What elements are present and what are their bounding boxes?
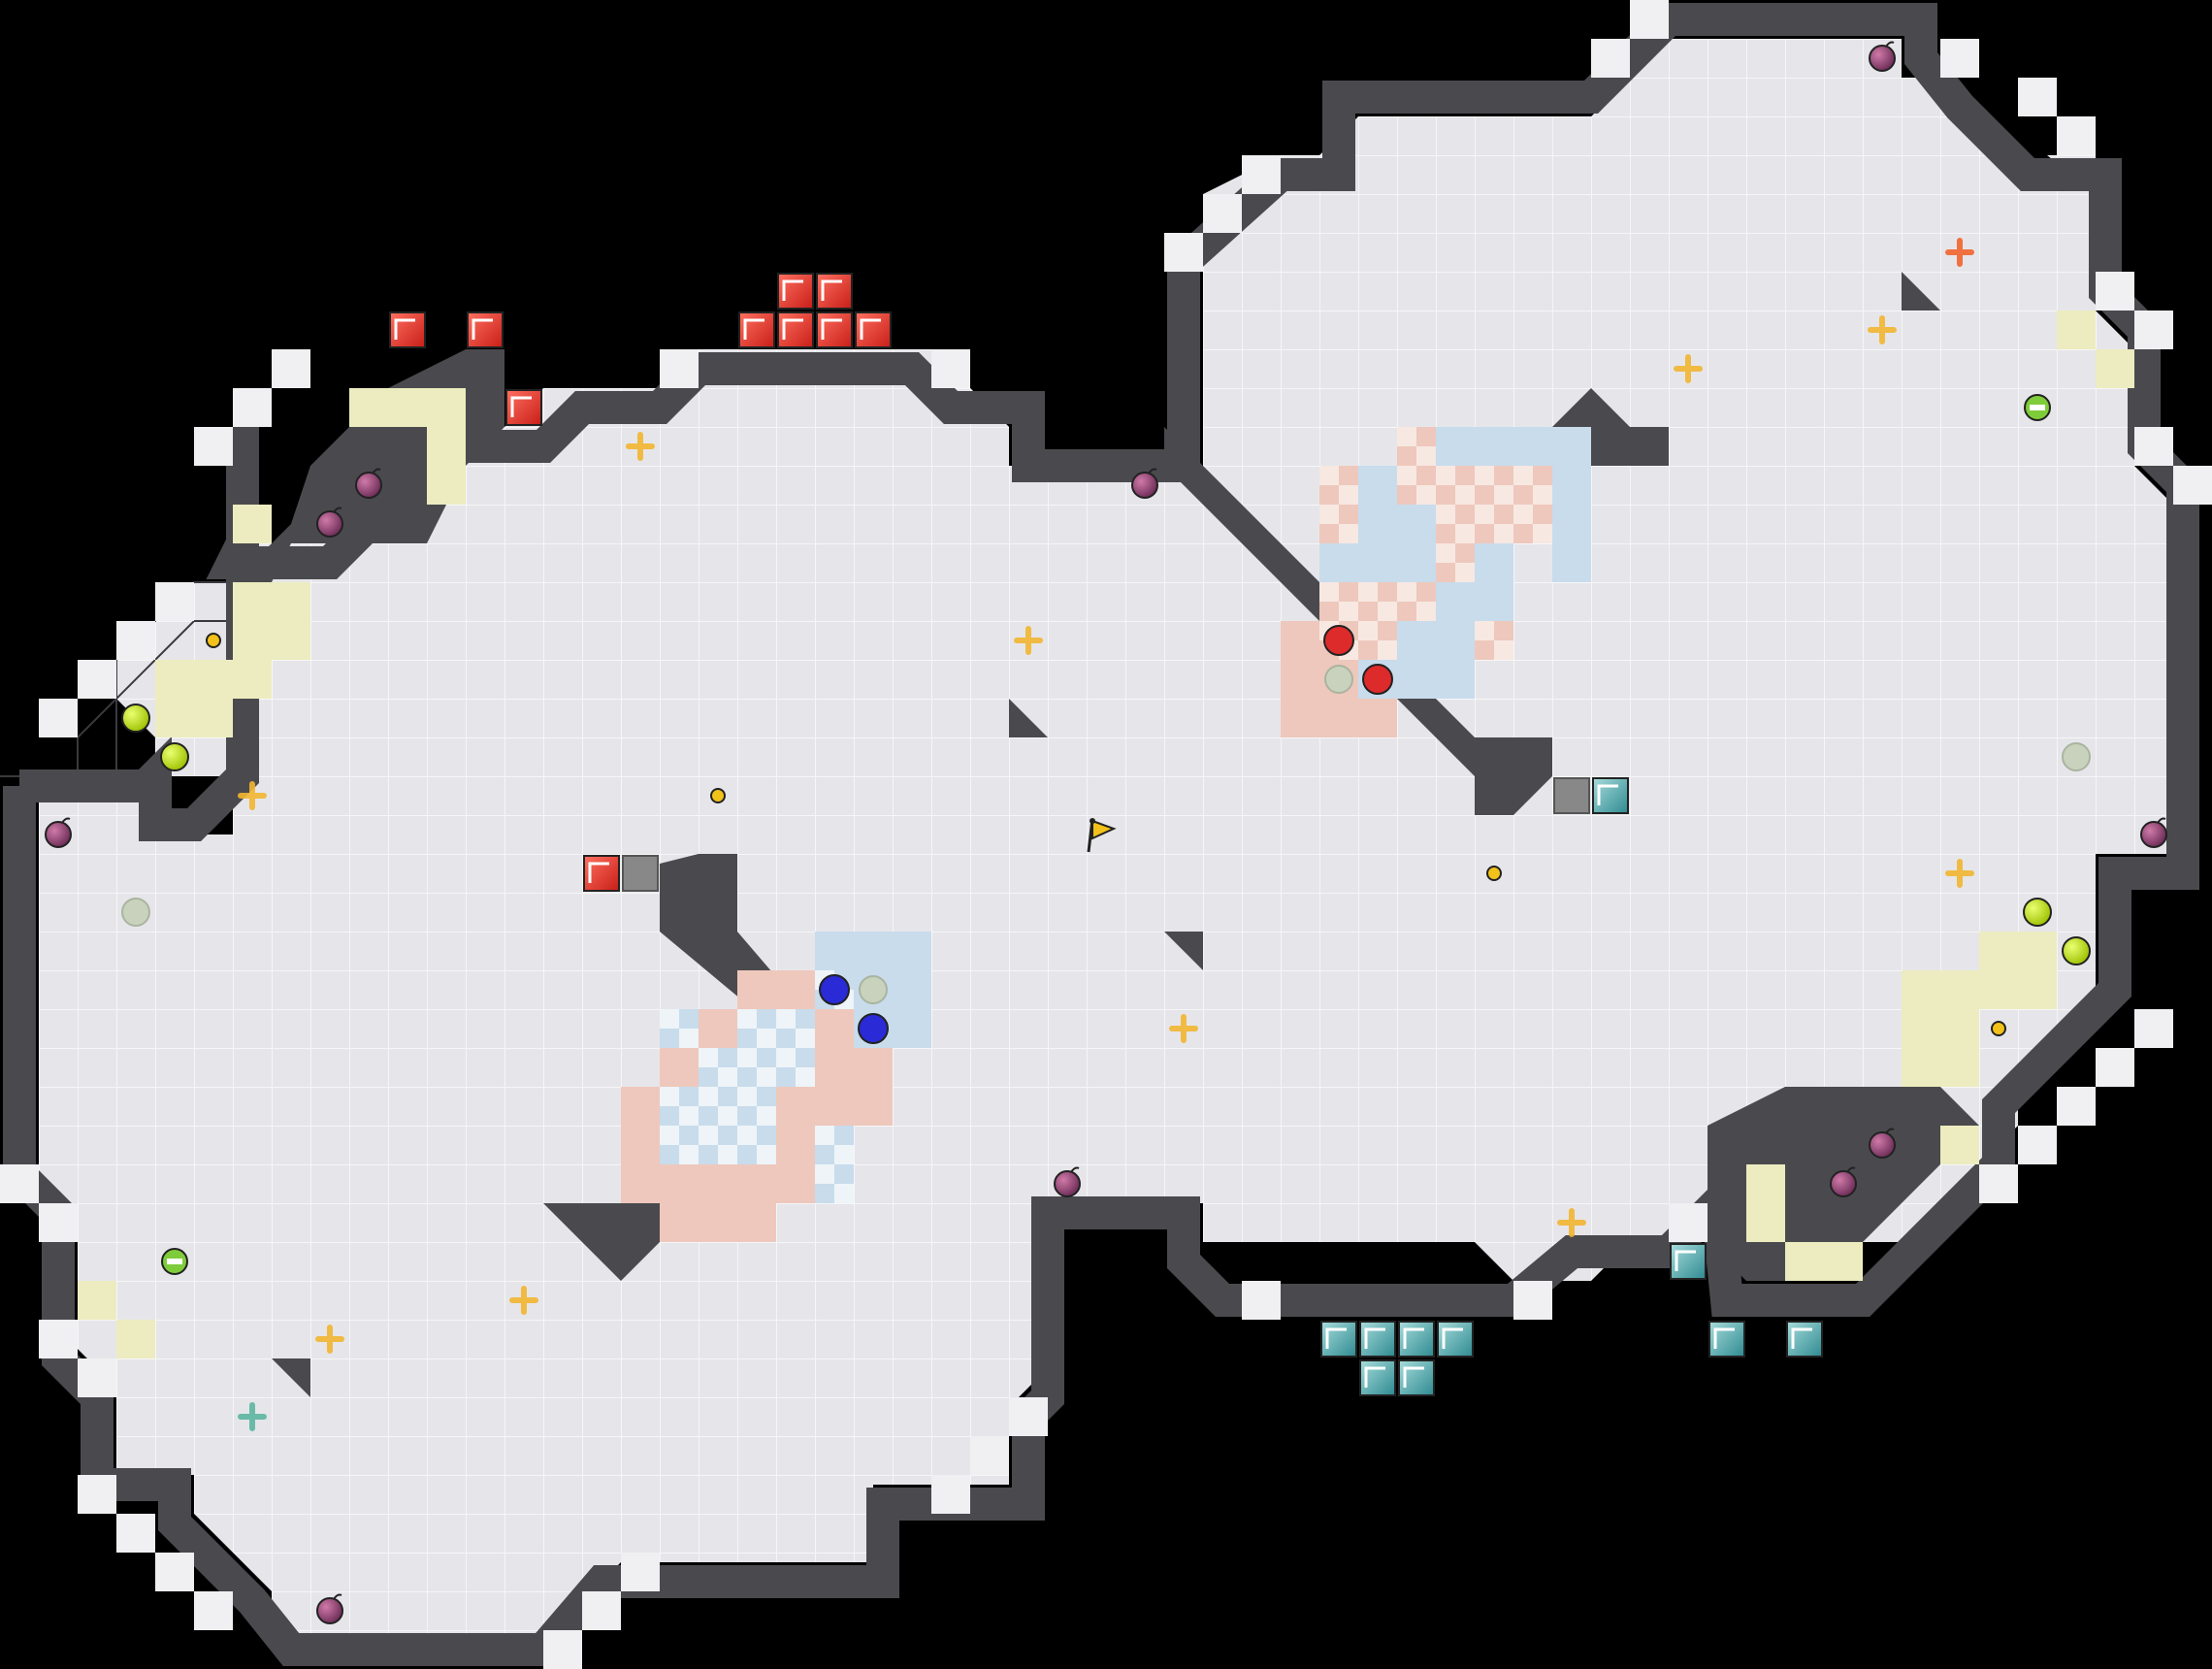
powerup-icon[interactable] [1868, 315, 1897, 344]
powerup-icon[interactable] [1945, 859, 1974, 888]
bomb-icon[interactable] [2140, 817, 2167, 848]
blue-tile [1592, 777, 1629, 814]
powerup-icon[interactable] [1014, 626, 1043, 655]
powerup-icon[interactable] [1169, 1014, 1198, 1043]
bomb-icon[interactable] [1830, 1166, 1857, 1197]
red-tile [389, 311, 426, 348]
powerup-icon[interactable] [509, 1286, 538, 1315]
red-player[interactable] [1362, 664, 1393, 695]
powerup-icon[interactable] [1945, 238, 1974, 267]
red-tile [467, 311, 504, 348]
pellet-icon [1991, 1021, 2006, 1036]
boost-icon[interactable] [121, 704, 150, 733]
red-player[interactable] [1323, 625, 1354, 656]
blue-player[interactable] [819, 974, 850, 1005]
powerup-icon[interactable] [238, 781, 267, 810]
flag-icon[interactable] [1087, 818, 1117, 853]
blue-tile [1398, 1359, 1435, 1396]
neutral-spawn-icon [121, 898, 150, 927]
neutral-spawn-icon [2062, 742, 2091, 771]
blue-tile [1320, 1321, 1357, 1358]
gate-zones [78, 311, 2134, 1358]
blue-player[interactable] [858, 1013, 889, 1044]
red-tile [777, 273, 814, 310]
powerup-icon[interactable] [315, 1325, 344, 1354]
powerup-icon[interactable] [626, 432, 655, 461]
red-tile [505, 389, 542, 426]
blue-tile [1359, 1359, 1396, 1396]
blue-tile [1786, 1321, 1823, 1358]
outer-walls [3, 3, 2199, 1666]
blue-tile [1359, 1321, 1396, 1358]
neutral-spawn-icon [1324, 665, 1353, 694]
blue-tile [1670, 1243, 1707, 1280]
powerup-icon[interactable] [238, 1402, 267, 1431]
red-tile [816, 273, 853, 310]
red-tile [855, 311, 892, 348]
pellet-icon [710, 788, 726, 803]
bomb-icon[interactable] [45, 817, 72, 848]
neutral-spawn-icon [859, 975, 888, 1004]
walls [0, 581, 234, 777]
boost-icon[interactable] [2062, 936, 2091, 965]
red-tile [583, 855, 620, 892]
red-tile-cluster [389, 273, 892, 892]
bomb-icon[interactable] [1131, 468, 1158, 499]
bomb-icon[interactable] [355, 468, 382, 499]
red-tile [777, 311, 814, 348]
blue-tile [1437, 1321, 1474, 1358]
right-room [1048, 39, 2173, 1281]
blue-tile-cluster [1320, 777, 1823, 1396]
boost-icon[interactable] [2023, 898, 2052, 927]
red-tile [738, 311, 775, 348]
bomb-icon[interactable] [316, 507, 343, 538]
blue-tile [1708, 1321, 1745, 1358]
pellet-icon [1486, 866, 1502, 881]
blue-tile [1398, 1321, 1435, 1358]
boost-icon[interactable] [160, 742, 189, 771]
blue-zone-right [1319, 427, 1591, 699]
team-boost-icon[interactable] [2024, 394, 2051, 421]
red-tile [816, 311, 853, 348]
bomb-icon[interactable] [316, 1593, 343, 1624]
powerup-icon[interactable] [1557, 1208, 1586, 1237]
powerup-icon[interactable] [1674, 354, 1703, 383]
bomb-icon[interactable] [1869, 41, 1896, 72]
bomb-icon[interactable] [1869, 1128, 1896, 1159]
team-boost-icon[interactable] [161, 1248, 188, 1275]
red-zone-left [621, 970, 893, 1242]
portal-icon[interactable] [622, 777, 1590, 892]
bomb-icon[interactable] [1054, 1166, 1081, 1197]
pellet-icon [206, 633, 221, 648]
